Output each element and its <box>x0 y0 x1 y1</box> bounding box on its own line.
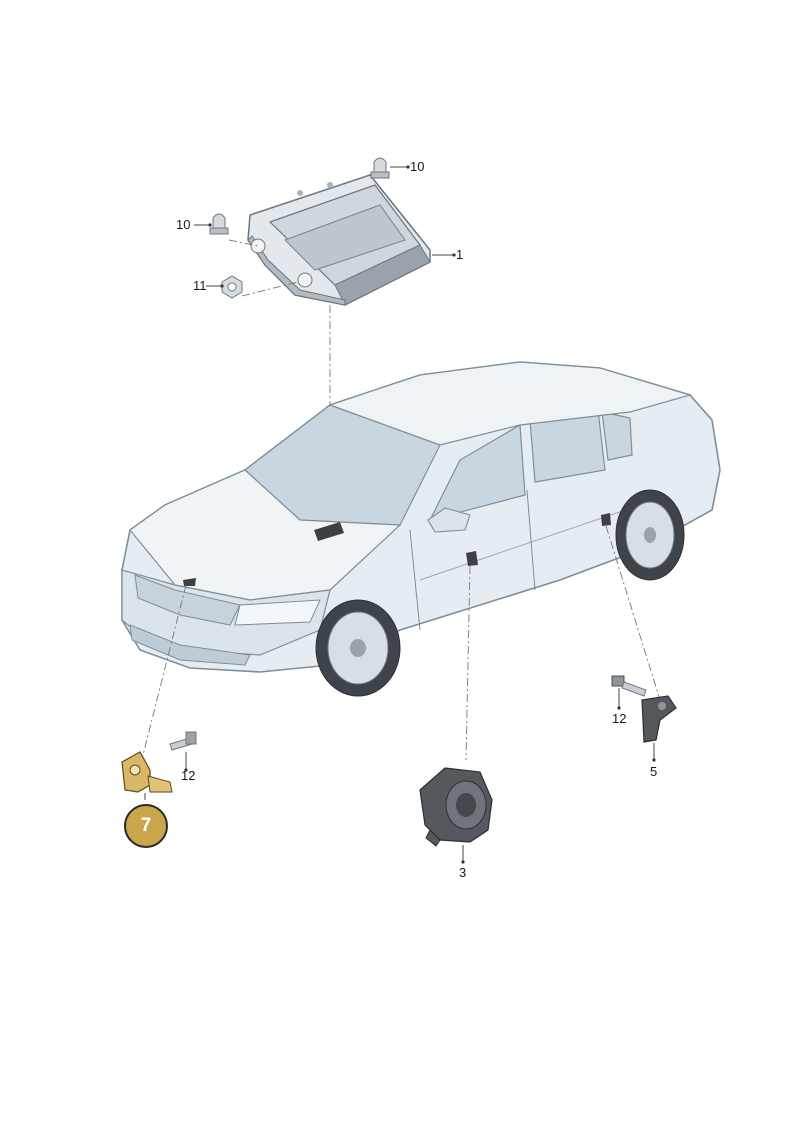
airbag-control-unit <box>247 174 431 306</box>
sensor-5 <box>641 695 677 762</box>
car <box>121 361 721 697</box>
label-12-right: 12 <box>612 711 627 726</box>
bolt-12-left <box>169 731 197 772</box>
dash-lines-car <box>142 525 661 761</box>
label-10-left: 10 <box>176 217 191 232</box>
nut-11 <box>221 275 243 299</box>
sensor-7 <box>121 751 173 800</box>
label-12-left: 12 <box>181 768 196 783</box>
label-10-top: 10 <box>410 159 425 174</box>
dash-lines-unit <box>228 239 331 528</box>
bolt-12-right <box>611 675 647 710</box>
leader-lines-top <box>194 165 456 288</box>
label-3: 3 <box>459 865 467 880</box>
label-11: 11 <box>193 278 207 293</box>
label-1: 1 <box>456 247 464 262</box>
nut-10-left <box>209 213 229 235</box>
callout-badge-7: 7 <box>124 804 168 848</box>
clock-spring-3 <box>419 767 493 864</box>
nut-10-top <box>370 157 390 179</box>
label-5: 5 <box>650 764 658 779</box>
